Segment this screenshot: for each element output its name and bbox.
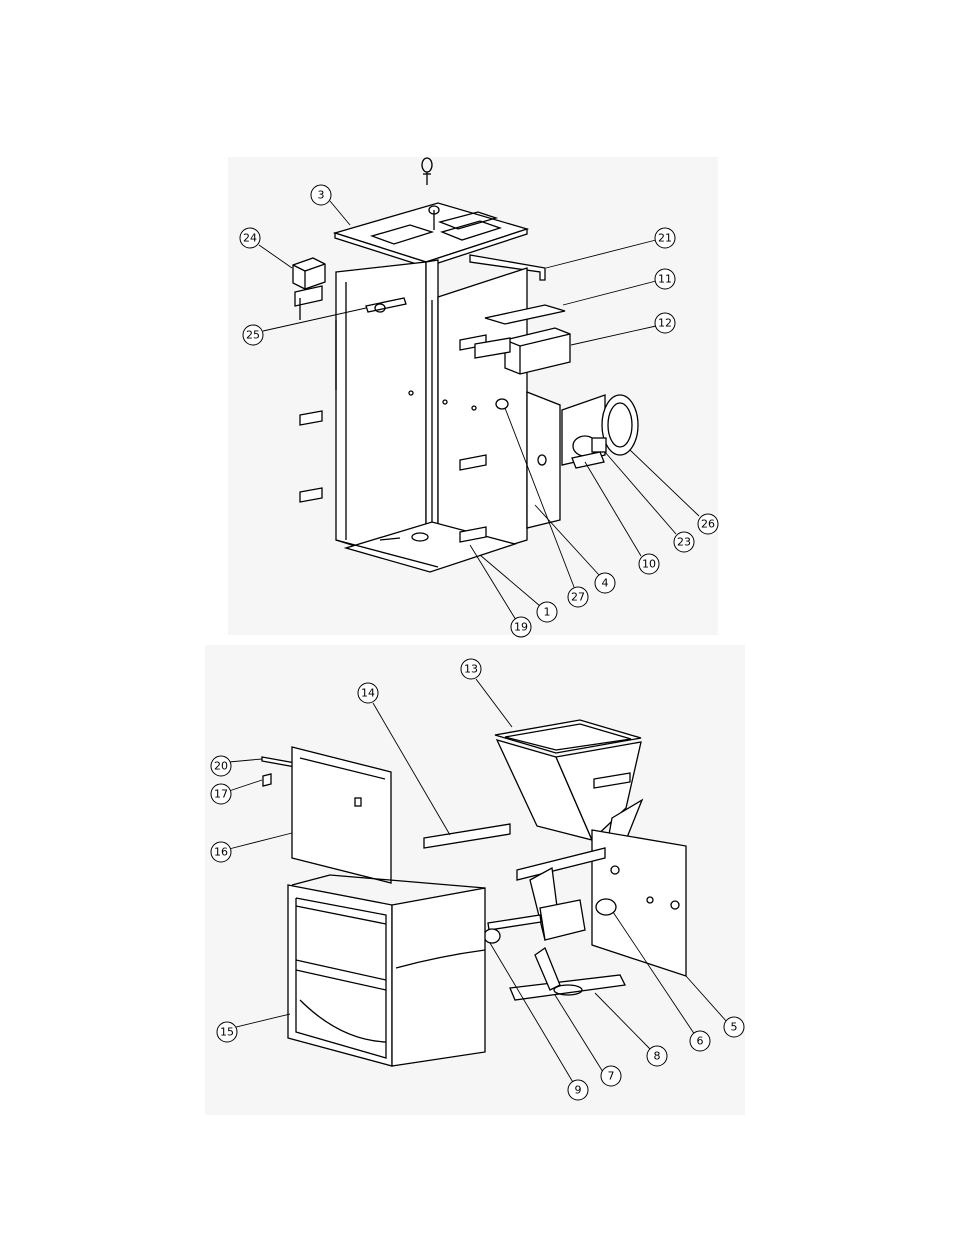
top-plate (332, 202, 530, 268)
leader-lines (228, 200, 728, 1085)
callout-16: 16 (210, 841, 232, 863)
bar-14 (423, 823, 511, 849)
cabinet-15 (287, 874, 486, 1067)
top-exploded-view (292, 157, 639, 573)
callout-label: 8 (654, 1050, 661, 1063)
callout-9: 9 (567, 1079, 589, 1101)
callout-label: 26 (701, 518, 715, 531)
callout-12: 12 (654, 312, 676, 334)
motor-assembly (526, 391, 639, 529)
callout-13: 13 (460, 658, 482, 680)
switch-box (292, 257, 326, 320)
callout-6: 6 (689, 1030, 711, 1052)
callout-label: 15 (220, 1026, 234, 1039)
callout-label: 23 (677, 536, 691, 549)
part-11 (484, 304, 566, 325)
callout-11: 11 (654, 268, 676, 290)
clip-17 (262, 773, 272, 787)
callout-label: 20 (214, 760, 228, 773)
eye-bolt (421, 157, 433, 185)
callout-17: 17 (210, 783, 232, 805)
callout-21: 21 (654, 227, 676, 249)
callout-label: 25 (246, 329, 260, 342)
part-12 (474, 327, 571, 375)
callout-25: 25 (242, 324, 264, 346)
callout-20: 20 (210, 755, 232, 777)
callout-15: 15 (216, 1021, 238, 1043)
callout-label: 7 (608, 1070, 615, 1083)
main-housing (335, 259, 528, 573)
callout-label: 14 (361, 687, 375, 700)
feed-mechanism (483, 847, 626, 1001)
callout-label: 21 (658, 232, 672, 245)
wall-clips (299, 334, 487, 543)
callout-4: 4 (594, 572, 616, 594)
callout-1: 1 (536, 601, 558, 623)
shaft-25 (365, 297, 407, 313)
callout-label: 4 (602, 577, 609, 590)
callout-26: 26 (697, 513, 719, 535)
part-27 (495, 398, 509, 410)
callout-label: 3 (318, 189, 325, 202)
callout-3: 3 (310, 184, 332, 206)
callout-10: 10 (638, 553, 660, 575)
callout-label: 19 (514, 621, 528, 634)
callout-label: 17 (214, 788, 228, 801)
callout-8: 8 (646, 1045, 668, 1067)
callout-label: 13 (464, 663, 478, 676)
callout-label: 12 (658, 317, 672, 330)
callout-label: 27 (571, 591, 585, 604)
callout-label: 9 (575, 1084, 582, 1097)
callout-23: 23 (673, 531, 695, 553)
callout-label: 11 (658, 273, 672, 286)
callout-label: 6 (697, 1035, 704, 1048)
callout-label: 10 (642, 558, 656, 571)
callout-14: 14 (357, 682, 379, 704)
callout-5: 5 (723, 1016, 745, 1038)
callout-19: 19 (510, 616, 532, 638)
callout-label: 16 (214, 846, 228, 859)
callout-27: 27 (567, 586, 589, 608)
callout-label: 1 (544, 606, 551, 619)
callout-label: 24 (243, 232, 257, 245)
callout-24: 24 (239, 227, 261, 249)
bottom-exploded-view (261, 719, 687, 1067)
bracket-21 (469, 254, 546, 281)
panel-16 (291, 746, 392, 884)
callout-label: 5 (731, 1021, 738, 1034)
callout-7: 7 (600, 1065, 622, 1087)
